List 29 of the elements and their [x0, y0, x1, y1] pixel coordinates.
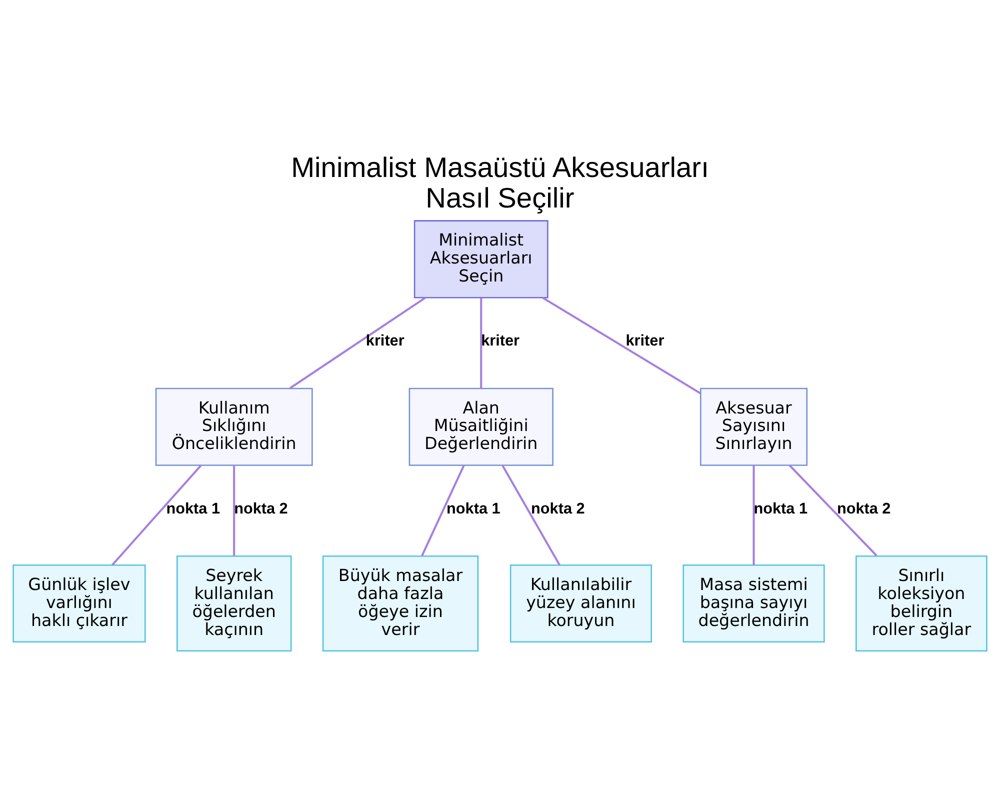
connector	[788, 464, 878, 556]
node-box: Minimalist Aksesuarları Seçin	[414, 220, 548, 298]
connector	[289, 297, 426, 390]
connector	[752, 466, 755, 565]
edge-label: nokta 1	[446, 500, 500, 518]
edge-label: kriter	[626, 332, 664, 350]
node-box: Sınırlı koleksiyon belirgin roller sağlar	[856, 556, 988, 652]
edge-label: nokta 1	[754, 500, 808, 518]
node-box: Kullanım Sıklığını Önceliklendirin	[155, 388, 313, 466]
connector	[421, 465, 465, 556]
node-box: Kullanılabilir yüzey alanını koruyun	[510, 564, 652, 643]
node-box: Büyük masalar daha fazla öğeye izin verir	[322, 556, 479, 652]
edge-label: nokta 2	[836, 500, 891, 518]
edge-label: kriter	[366, 332, 404, 350]
connector	[502, 465, 560, 566]
connector	[542, 296, 701, 394]
edge-label: nokta 2	[234, 500, 288, 518]
node-box: Seyrek kullanılan öğelerden kaçının	[176, 556, 292, 652]
node-box: Alan Müsaitliğini Değerlendirin	[408, 388, 554, 466]
node-box: Günlük işlev varlığını haklı çıkarır	[12, 564, 146, 643]
diagram-title: Minimalist Masaüstü Aksesuarları Nasıl Seçilir	[291, 152, 709, 214]
edge-label: nokta 1	[166, 500, 220, 518]
edge-label: kriter	[481, 332, 520, 350]
node-box: Aksesuar Sayısını Sınırlayın	[700, 388, 808, 466]
connector	[480, 298, 482, 388]
connector	[112, 464, 202, 566]
connector	[233, 466, 236, 556]
node-box: Masa sistemi başına sayıyı değerlendirin	[682, 564, 825, 643]
edge-label: nokta 2	[531, 500, 585, 518]
